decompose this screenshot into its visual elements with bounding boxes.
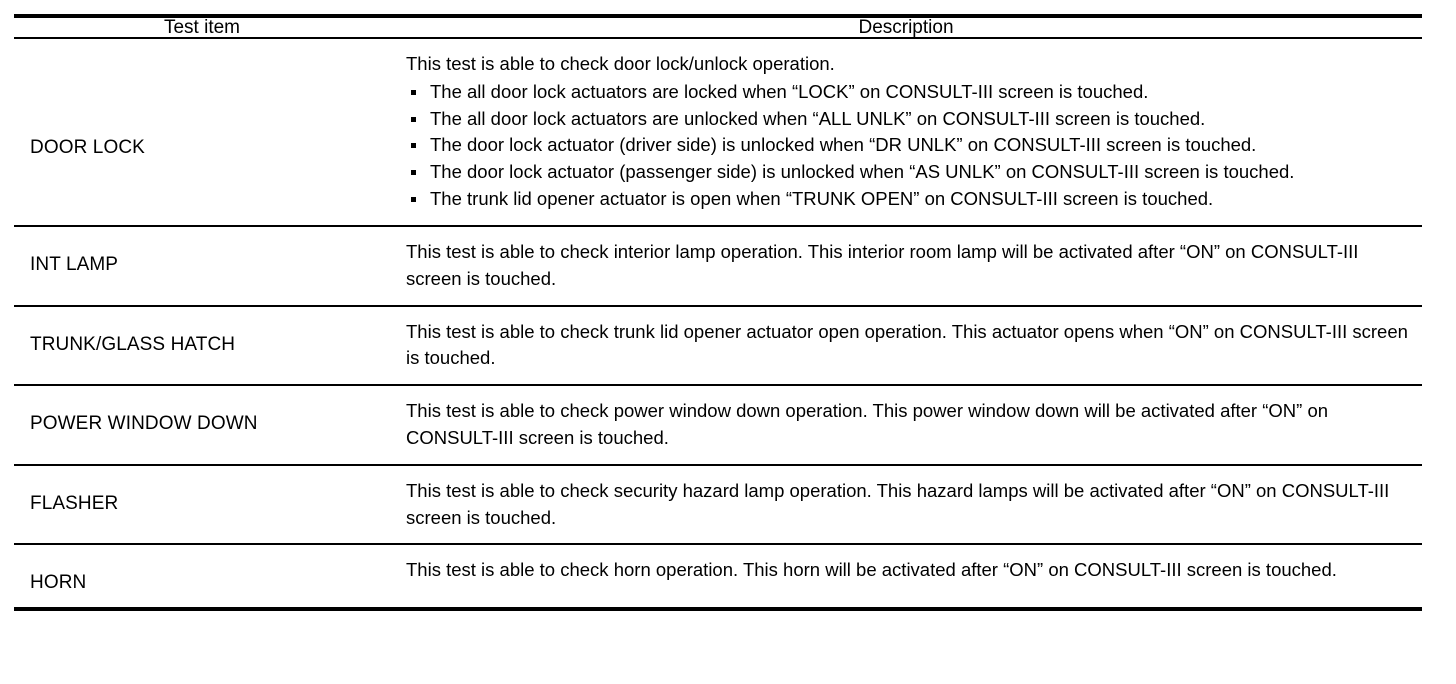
test-item-label: DOOR LOCK xyxy=(30,137,145,158)
table-row: HORN This test is able to check horn ope… xyxy=(14,544,1422,609)
table-row: DOOR LOCK This test is able to check doo… xyxy=(14,38,1422,227)
list-item: The door lock actuator (passenger side) … xyxy=(406,159,1408,186)
list-item-text: The all door lock actuators are locked w… xyxy=(430,80,1149,102)
cell-description: This test is able to check security haza… xyxy=(390,464,1422,546)
description-body: This test is able to check trunk lid ope… xyxy=(390,307,1422,385)
bullet-icon xyxy=(411,116,416,122)
description-intro: This test is able to check door lock/unl… xyxy=(406,53,835,74)
table-row: FLASHER This test is able to check secur… xyxy=(14,464,1422,546)
description-bullet-list: The all door lock actuators are locked w… xyxy=(406,79,1408,213)
cell-test-item: POWER WINDOW DOWN xyxy=(14,385,390,466)
test-item-label: POWER WINDOW DOWN xyxy=(30,413,258,435)
cell-test-item: FLASHER xyxy=(14,464,390,546)
table-header: Test item Description xyxy=(14,16,1422,39)
description-text: This test is able to check power window … xyxy=(406,400,1329,448)
cell-description: This test is able to check trunk lid ope… xyxy=(390,305,1422,387)
list-item: The all door lock actuators are unlocked… xyxy=(406,106,1408,133)
table-body: DOOR LOCK This test is able to check doo… xyxy=(14,38,1422,609)
description-body: This test is able to check security haza… xyxy=(390,466,1422,544)
description-text: This test is able to check interior lamp… xyxy=(406,240,1359,289)
test-item-label: HORN xyxy=(30,572,87,594)
cell-test-item: TRUNK/GLASS HATCH xyxy=(14,305,390,387)
list-item-text: The door lock actuator (driver side) is … xyxy=(430,134,1257,156)
cell-description: This test is able to check horn operatio… xyxy=(390,544,1422,609)
list-item: The door lock actuator (driver side) is … xyxy=(406,132,1408,159)
column-header-description: Description xyxy=(390,16,1422,39)
table-header-row: Test item Description xyxy=(14,16,1422,39)
active-test-spec-table: Test item Description DOOR LOCK This tes… xyxy=(14,14,1422,612)
cell-description: This test is able to check interior lamp… xyxy=(390,225,1422,307)
table-row: INT LAMP This test is able to check inte… xyxy=(14,225,1422,307)
test-item-label: INT LAMP xyxy=(30,253,119,275)
list-item-text: The all door lock actuators are unlocked… xyxy=(430,107,1206,129)
description-body: This test is able to check horn operatio… xyxy=(390,545,1422,596)
list-item-text: The trunk lid opener actuator is open wh… xyxy=(430,188,1214,210)
description-text: This test is able to check horn operatio… xyxy=(406,559,1337,581)
test-item-label: TRUNK/GLASS HATCH xyxy=(30,333,236,355)
list-item-text: The door lock actuator (passenger side) … xyxy=(430,161,1295,183)
cell-description: This test is able to check door lock/unl… xyxy=(390,38,1422,227)
description-text: This test is able to check security haza… xyxy=(406,479,1390,528)
table-row: TRUNK/GLASS HATCH This test is able to c… xyxy=(14,305,1422,387)
list-item: The all door lock actuators are locked w… xyxy=(406,79,1408,106)
description-body: This test is able to check power window … xyxy=(390,386,1422,464)
description-body: This test is able to check interior lamp… xyxy=(390,227,1422,305)
bullet-icon xyxy=(411,197,416,203)
test-item-label: FLASHER xyxy=(30,492,119,514)
table-row: POWER WINDOW DOWN This test is able to c… xyxy=(14,385,1422,466)
description-text: This test is able to check trunk lid ope… xyxy=(406,320,1408,369)
list-item: The trunk lid opener actuator is open wh… xyxy=(406,186,1408,213)
column-header-test-item: Test item xyxy=(14,16,390,39)
bullet-icon xyxy=(411,89,416,95)
bullet-icon xyxy=(411,170,416,176)
description-body: This test is able to check door lock/unl… xyxy=(390,39,1422,225)
cell-test-item: DOOR LOCK xyxy=(14,38,390,227)
bullet-icon xyxy=(411,143,416,149)
cell-test-item: INT LAMP xyxy=(14,225,390,307)
cell-description: This test is able to check power window … xyxy=(390,385,1422,466)
cell-test-item: HORN xyxy=(14,544,390,609)
